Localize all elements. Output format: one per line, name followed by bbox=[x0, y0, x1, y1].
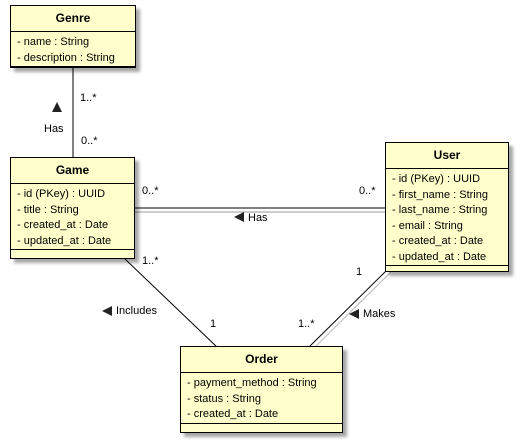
attribute: - payment_method : String bbox=[187, 377, 317, 389]
attribute: - created_at : Date bbox=[17, 219, 109, 231]
class-order-operations bbox=[181, 424, 342, 431]
class-order[interactable]: Order - payment_method : String - status… bbox=[180, 346, 343, 433]
assoc-user-order-shadow bbox=[311, 271, 392, 351]
attribute: - title : String bbox=[17, 203, 79, 216]
assoc-genre-game-label: Has bbox=[44, 123, 64, 135]
attribute: - status : String bbox=[187, 392, 261, 405]
class-user[interactable]: User - id (PKey) : UUID - first_name : S… bbox=[385, 142, 509, 272]
attribute: - id (PKey) : UUID bbox=[17, 188, 106, 200]
makes-arrow-left-icon bbox=[349, 309, 359, 319]
assoc-user-order-line bbox=[307, 269, 388, 349]
attribute: - name : String bbox=[17, 36, 90, 48]
class-game-operations bbox=[11, 250, 134, 257]
has-arrow-up-icon bbox=[52, 102, 62, 112]
class-genre[interactable]: Genre - name : String - description : St… bbox=[10, 5, 136, 68]
attribute: - created_at : Date bbox=[392, 235, 484, 247]
class-user-attributes: - id (PKey) : UUID - first_name : String… bbox=[386, 169, 508, 266]
class-genre-attributes: - name : String - description : String bbox=[11, 32, 135, 67]
class-order-attributes: - payment_method : String - status : Str… bbox=[181, 373, 342, 424]
class-genre-operations bbox=[11, 67, 135, 74]
class-game-attributes: - id (PKey) : UUID - title : String - cr… bbox=[11, 184, 134, 250]
class-order-title: Order bbox=[181, 347, 342, 373]
user-order-multiplicity: 1 bbox=[356, 266, 363, 278]
game-user-multiplicity: 0..* bbox=[142, 185, 159, 197]
class-game[interactable]: Game - id (PKey) : UUID - title : String… bbox=[10, 157, 135, 259]
attribute: - first_name : String bbox=[392, 188, 488, 201]
attribute: - updated_at : Date bbox=[392, 250, 487, 263]
attribute: - updated_at : Date bbox=[17, 234, 112, 247]
order-game-multiplicity: 1 bbox=[210, 318, 217, 330]
genre-multiplicity: 1..* bbox=[80, 92, 97, 104]
order-user-multiplicity: 1..* bbox=[298, 318, 315, 330]
attribute: - id (PKey) : UUID bbox=[392, 173, 481, 185]
attribute: - last_name : String bbox=[392, 204, 488, 216]
assoc-game-order-line bbox=[124, 258, 219, 349]
attribute: - description : String bbox=[17, 51, 115, 64]
assoc-game-user-label: Has bbox=[248, 212, 268, 224]
class-user-title: User bbox=[386, 143, 508, 169]
game-genre-multiplicity: 0..* bbox=[81, 135, 98, 147]
has-arrow-left-icon bbox=[234, 212, 244, 222]
game-order-multiplicity: 1..* bbox=[142, 255, 159, 267]
attribute: - email : String bbox=[392, 219, 463, 232]
attribute: - created_at : Date bbox=[187, 408, 279, 420]
includes-arrow-left-icon bbox=[102, 306, 112, 316]
user-game-multiplicity: 0..* bbox=[359, 185, 376, 197]
class-user-operations bbox=[386, 266, 508, 273]
assoc-user-order-label: Makes bbox=[363, 308, 396, 320]
class-genre-title: Genre bbox=[11, 6, 135, 32]
assoc-game-order-label: Includes bbox=[116, 305, 157, 317]
class-game-title: Game bbox=[11, 158, 134, 184]
